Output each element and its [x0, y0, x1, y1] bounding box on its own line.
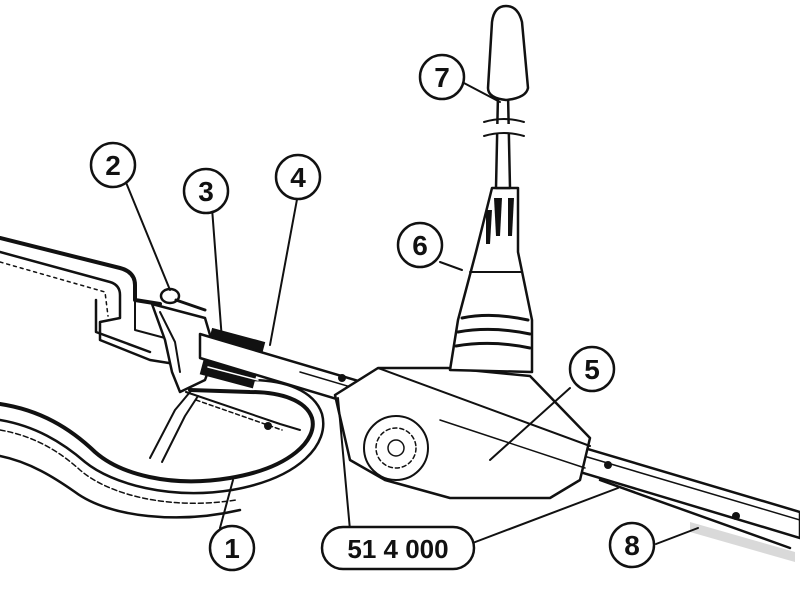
pivot-bearing [363, 415, 429, 481]
leader-lines [124, 81, 699, 545]
leader-7 [461, 81, 501, 103]
shift-knob [486, 4, 530, 102]
leader-8 [655, 527, 699, 545]
gearshift-housing [333, 366, 592, 500]
leader-4 [269, 193, 299, 346]
callout-3-label: 3 [198, 176, 214, 207]
leader-part-right [469, 487, 619, 545]
callout-5: 5 [568, 345, 616, 393]
callout-1: 1 [208, 524, 256, 572]
callout-4-label: 4 [290, 162, 306, 193]
floor-panel [0, 236, 202, 370]
gear-lever [480, 4, 530, 190]
callout-6: 6 [396, 221, 444, 269]
callout-1-label: 1 [224, 533, 240, 564]
leader-6 [439, 261, 463, 271]
callout-7-label: 7 [434, 62, 450, 93]
callout-4: 4 [274, 153, 322, 201]
callout-6-label: 6 [412, 230, 428, 261]
callout-3: 3 [182, 167, 230, 215]
callout-8-label: 8 [624, 530, 640, 561]
callout-2: 2 [89, 141, 137, 189]
callout-2-label: 2 [105, 150, 121, 181]
callout-8: 8 [608, 521, 656, 569]
leader-5 [489, 387, 571, 461]
part-number-label: 51 4 000 [347, 534, 448, 564]
part-number-badge: 51 4 000 [320, 525, 476, 571]
callout-5-label: 5 [584, 354, 600, 385]
leader-1 [219, 479, 234, 529]
heat-shield [0, 378, 325, 519]
rubber-boot [448, 186, 534, 374]
leader-3 [211, 207, 223, 341]
callout-7: 7 [418, 53, 466, 101]
leader-2 [124, 179, 171, 291]
leader-part-left [337, 397, 351, 531]
